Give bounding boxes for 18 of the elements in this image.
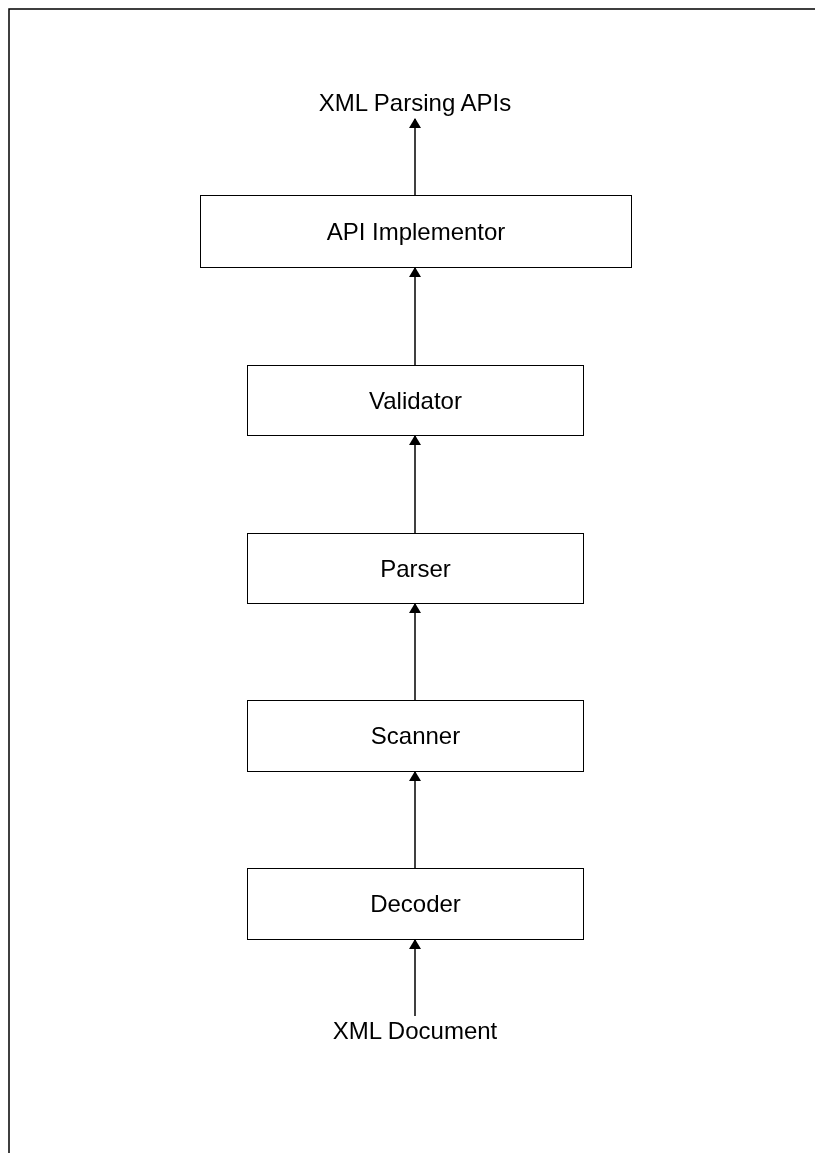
flow-label: XML Parsing APIs (318, 88, 512, 117)
arrow (409, 603, 421, 701)
arrow (409, 939, 421, 1017)
process-box (247, 868, 584, 940)
process-box (247, 700, 584, 772)
arrow (409, 435, 421, 534)
box-label: Scanner (370, 722, 461, 750)
box-label: Decoder (370, 890, 461, 918)
arrow (409, 267, 421, 366)
process-box (200, 195, 632, 268)
arrow (409, 771, 421, 869)
flow-label: XML Document (332, 1016, 498, 1045)
box-label: Validator (369, 386, 462, 415)
process-box (247, 365, 584, 436)
arrow (409, 118, 421, 196)
box-label: Parser (380, 554, 451, 583)
box-label: API Implementor (326, 217, 506, 246)
process-box (247, 533, 584, 604)
